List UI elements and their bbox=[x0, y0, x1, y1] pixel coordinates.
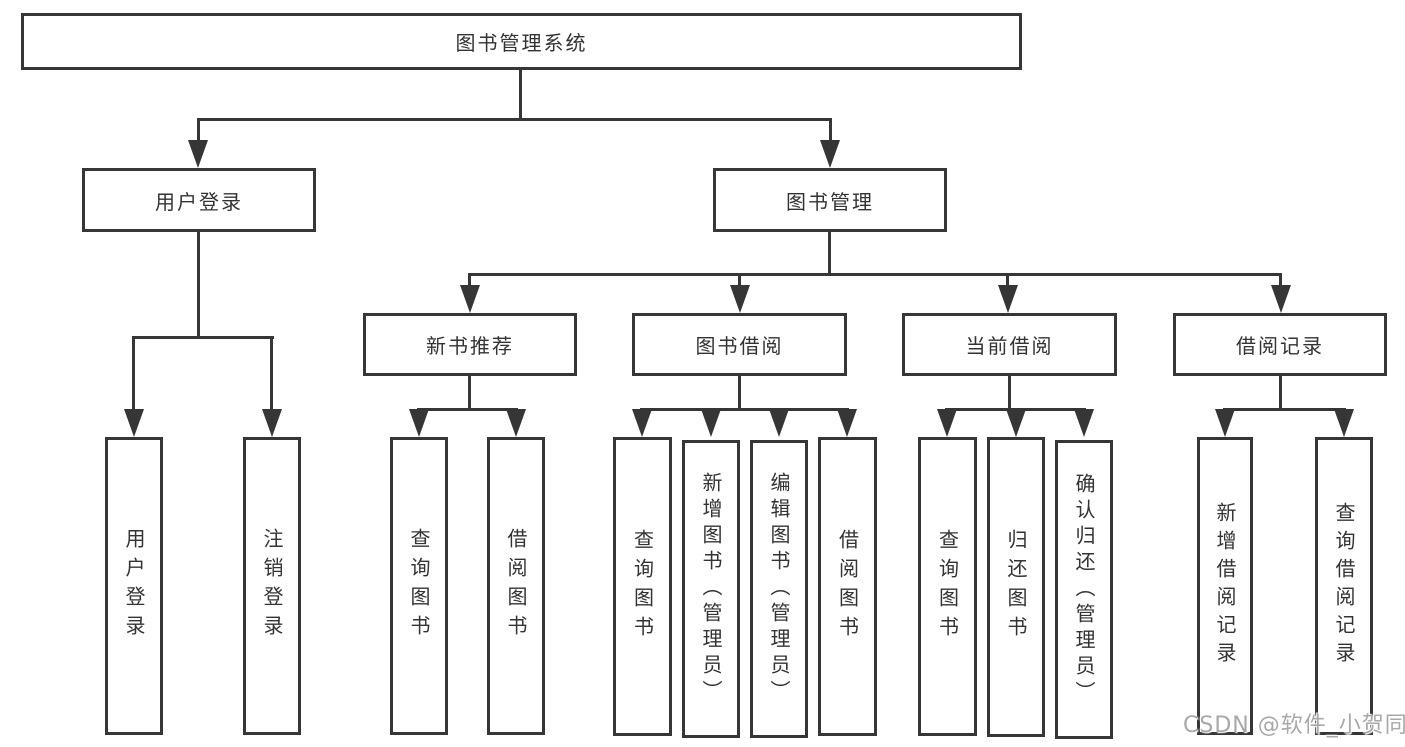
connector-line bbox=[1279, 273, 1282, 287]
node-label: 查询借阅记录 bbox=[1332, 502, 1356, 670]
connector-line bbox=[468, 376, 471, 408]
connector-line bbox=[519, 69, 522, 119]
node-label: 图书管理 bbox=[786, 189, 874, 214]
connector-line bbox=[468, 273, 1282, 276]
leaf-logout: 注销登录 bbox=[243, 437, 301, 735]
node-label: 用户登录 bbox=[122, 528, 146, 644]
node-label: 新书推荐 bbox=[426, 334, 514, 358]
node-label: 借阅记录 bbox=[1236, 334, 1324, 358]
connector-line bbox=[1008, 376, 1011, 408]
leaf-return-books: 归还图书 bbox=[987, 437, 1045, 737]
arrow-down-icon bbox=[1334, 409, 1354, 437]
arrow-down-icon bbox=[837, 409, 857, 437]
connector-line bbox=[132, 336, 274, 339]
arrow-down-icon bbox=[460, 285, 480, 313]
node-label: 查询图书 bbox=[630, 528, 655, 645]
leaf-query-books-recommend: 查询图书 bbox=[390, 437, 448, 735]
node-label: 借阅图书 bbox=[504, 528, 528, 644]
node-label: 当前借阅 bbox=[965, 334, 1054, 358]
node-book-borrowing: 图书借阅 bbox=[632, 313, 847, 376]
node-label: 新增图书（管理员） bbox=[699, 472, 723, 706]
connector-line bbox=[738, 273, 741, 287]
connector-line bbox=[1006, 273, 1009, 287]
arrow-down-icon bbox=[769, 409, 789, 437]
node-book-management: 图书管理 bbox=[713, 168, 947, 232]
connector-line bbox=[197, 118, 200, 144]
connector-line bbox=[270, 336, 273, 411]
leaf-query-books-borrowing: 查询图书 bbox=[613, 437, 672, 736]
leaf-add-borrow-record: 新增借阅记录 bbox=[1197, 437, 1253, 735]
arrow-down-icon bbox=[998, 285, 1018, 313]
node-label: 用户登录 bbox=[155, 189, 243, 214]
node-label: 编辑图书（管理员） bbox=[767, 472, 791, 706]
connector-line bbox=[132, 336, 135, 411]
arrow-down-icon bbox=[730, 285, 750, 313]
leaf-add-books-admin: 新增图书（管理员） bbox=[682, 440, 740, 738]
node-borrowing-records: 借阅记录 bbox=[1173, 313, 1387, 376]
arrow-down-icon bbox=[262, 409, 282, 437]
arrow-down-icon bbox=[1074, 409, 1094, 437]
node-new-book-recommendation: 新书推荐 bbox=[363, 313, 577, 376]
connector-line bbox=[829, 118, 832, 144]
connector-line bbox=[1279, 376, 1282, 408]
arrow-down-icon bbox=[632, 409, 652, 437]
leaf-query-borrow-record: 查询借阅记录 bbox=[1315, 437, 1373, 735]
connector-line bbox=[738, 376, 741, 408]
arrow-down-icon bbox=[937, 409, 957, 437]
connector-line bbox=[468, 273, 471, 287]
connector-line bbox=[640, 408, 849, 411]
node-user-login: 用户登录 bbox=[82, 168, 316, 232]
leaf-borrow-books-recommend: 借阅图书 bbox=[487, 437, 545, 735]
node-label: 查询图书 bbox=[407, 528, 431, 644]
leaf-user-login: 用户登录 bbox=[105, 437, 163, 735]
node-label: 新增借阅记录 bbox=[1213, 502, 1237, 670]
node-label: 借阅图书 bbox=[835, 528, 860, 645]
arrow-down-icon bbox=[820, 140, 840, 168]
arrow-down-icon bbox=[506, 409, 526, 437]
connector-line bbox=[197, 232, 200, 336]
leaf-edit-books-admin: 编辑图书（管理员） bbox=[750, 440, 808, 738]
arrow-down-icon bbox=[409, 409, 429, 437]
connector-line bbox=[197, 118, 832, 121]
leaf-borrow-books-borrowing: 借阅图书 bbox=[818, 437, 877, 736]
arrow-down-icon bbox=[124, 409, 144, 437]
node-label: 确认归还（管理员） bbox=[1072, 472, 1096, 707]
node-label: 图书管理系统 bbox=[455, 31, 588, 55]
arrow-down-icon bbox=[1215, 409, 1235, 437]
leaf-query-books-current: 查询图书 bbox=[918, 437, 977, 736]
node-label: 注销登录 bbox=[260, 528, 284, 644]
node-label: 查询图书 bbox=[935, 528, 960, 645]
node-library-system: 图书管理系统 bbox=[21, 13, 1022, 70]
node-label: 图书借阅 bbox=[695, 334, 784, 358]
connector-line bbox=[828, 232, 831, 273]
arrow-down-icon bbox=[1271, 285, 1291, 313]
connector-line bbox=[1223, 408, 1346, 411]
node-label: 归还图书 bbox=[1004, 529, 1028, 645]
arrow-down-icon bbox=[1006, 409, 1026, 437]
connector-line bbox=[417, 408, 518, 411]
arrow-down-icon bbox=[701, 409, 721, 437]
node-current-borrowing: 当前借阅 bbox=[902, 313, 1117, 376]
csdn-watermark: CSDN @软件_小贺同学 bbox=[1183, 713, 1405, 738]
arrow-down-icon bbox=[188, 140, 208, 168]
leaf-confirm-return-admin: 确认归还（管理员） bbox=[1055, 440, 1113, 739]
